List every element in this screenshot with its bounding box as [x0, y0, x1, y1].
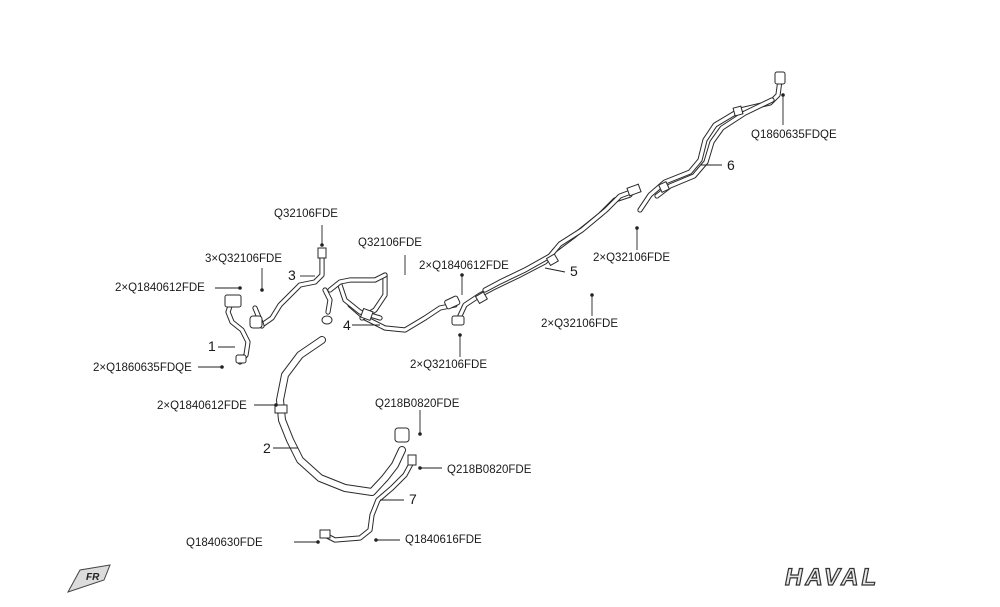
brake-pipes	[224, 71, 786, 543]
fitting-top	[774, 71, 786, 85]
front-arrow-icon	[66, 564, 111, 593]
label-2x-q32106fde-b: 2×Q32106FDE	[541, 318, 618, 330]
label-q32106fde-a: Q32106FDE	[274, 208, 338, 220]
pipe-part-6	[637, 71, 786, 213]
callout-7: 7	[409, 491, 417, 507]
union-3	[321, 315, 333, 325]
union-1	[249, 315, 263, 329]
haval-logo-text: HAVAL	[785, 564, 879, 591]
fitting-3	[317, 247, 327, 259]
front-badge-label: FR	[86, 572, 100, 583]
hose-part-2	[274, 336, 410, 496]
label-q218b0820fde-a: Q218B0820FDE	[375, 398, 460, 410]
fitting-2a	[394, 427, 410, 443]
callout-2: 2	[263, 440, 271, 456]
fastener-labels: Q1860635FDQE 2×Q32106FDE 2×Q32106FDE 2×Q…	[93, 129, 837, 549]
pipe-part-3	[259, 247, 333, 328]
pipe-part-1	[224, 294, 265, 365]
pipe-part-7	[319, 454, 417, 543]
pipe-part-4	[327, 272, 465, 333]
label-q218b0820fde-b: Q218B0820FDE	[447, 464, 532, 476]
label-2x-q1840612fde-c: 2×Q1840612FDE	[157, 400, 247, 412]
label-2x-q32106fde-c: 2×Q32106FDE	[410, 359, 487, 371]
fitting-1	[235, 354, 247, 364]
pipe-part-5	[455, 183, 642, 323]
callout-4: 4	[343, 317, 351, 333]
label-3x-q32106fde: 3×Q32106FDE	[205, 253, 282, 265]
clip-5b	[474, 291, 489, 305]
callout-5: 5	[570, 263, 578, 279]
label-q1840616fde: Q1840616FDE	[405, 534, 482, 546]
label-q1840630fde: Q1840630FDE	[186, 537, 263, 549]
label-2x-q1860635fdqe: 2×Q1860635FDQE	[93, 362, 192, 374]
label-q1860635fdqe-top: Q1860635FDQE	[751, 129, 837, 141]
clip-6a	[658, 181, 670, 193]
label-2x-q32106fde-a: 2×Q32106FDE	[593, 252, 670, 264]
bracket-4b	[451, 315, 465, 326]
haval-logo: HAVAL	[784, 563, 879, 591]
callout-1: 1	[208, 338, 216, 354]
bracket-4a	[444, 295, 461, 310]
clip-6b	[732, 105, 744, 117]
leader-lines	[198, 93, 785, 544]
front-direction-badge: FR	[66, 564, 111, 593]
bracket-5	[626, 183, 642, 197]
fitting-7b	[319, 529, 331, 539]
label-2x-q1840612fde-a: 2×Q1840612FDE	[419, 260, 509, 272]
label-2x-q1840612fde-b: 2×Q1840612FDE	[115, 282, 205, 294]
clip-5a	[545, 253, 560, 267]
label-q32106fde-b: Q32106FDE	[358, 237, 422, 249]
clip-2	[274, 404, 288, 414]
valve-block-1	[224, 294, 242, 308]
fitting-7a	[407, 454, 417, 466]
clip-4	[359, 307, 374, 322]
part-callouts: 1 2 3 4 5 6 7	[208, 157, 735, 507]
callout-6: 6	[727, 157, 735, 173]
callout-3: 3	[288, 267, 296, 283]
